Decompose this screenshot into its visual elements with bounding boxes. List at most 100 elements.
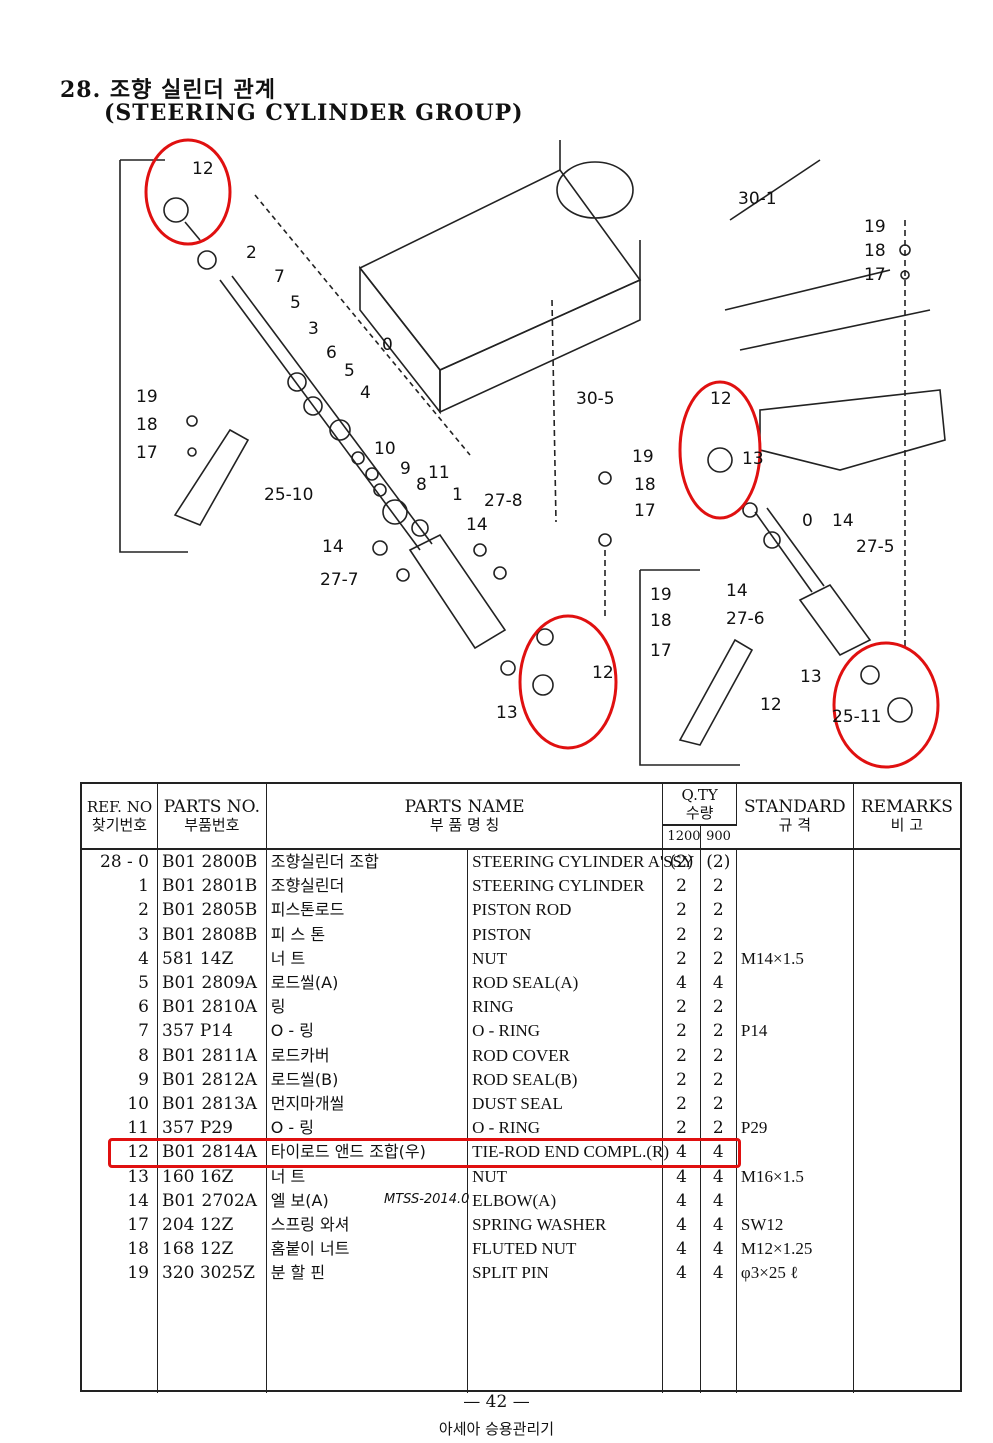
callout-30-1: 30-1 — [738, 189, 777, 209]
callout-25-11: 12 — [760, 695, 782, 715]
cell-q1: 4 — [662, 1188, 701, 1213]
cell-std — [736, 1067, 854, 1092]
cell-ref: 18 — [82, 1237, 158, 1262]
cell-rem — [853, 898, 960, 922]
callout-10: 10 — [374, 439, 396, 459]
cell-std — [736, 874, 854, 899]
cell-q1: 2 — [662, 922, 701, 947]
cell-en: SPRING WASHER — [467, 1212, 664, 1237]
cell-pno: B01 2809A — [157, 970, 267, 996]
cell-en: NUT — [467, 946, 664, 971]
cell-ref: 5 — [82, 970, 158, 996]
cell-q1: 2 — [662, 995, 701, 1020]
callout-18c: 18 — [864, 241, 886, 261]
cell-en: RING — [467, 995, 664, 1020]
cell-ko: 타이로드 앤드 조합(우) — [266, 1140, 469, 1165]
cell-pno: 320 3025Z — [157, 1261, 267, 1286]
cell-rem — [853, 1189, 960, 1213]
callout-12c: 12 — [710, 389, 732, 409]
cell-ko: 피스톤로드 — [266, 898, 469, 923]
cell-pno: 160 16Z — [157, 1164, 267, 1189]
callout-1: 1 — [452, 485, 463, 505]
cell-pno: 581 14Z — [157, 946, 267, 971]
cell-ref: 28 - 0 — [82, 849, 158, 875]
cell-ref: 6 — [82, 995, 158, 1020]
cell-pno: 357 P29 — [157, 1116, 267, 1141]
cell-q1: 2 — [662, 1091, 701, 1117]
cell-en: DUST SEAL — [467, 1091, 664, 1117]
cell-std — [736, 1091, 854, 1117]
callout-14: 14 — [322, 537, 344, 557]
cell-ref: 1 — [82, 874, 158, 899]
cell-en: O - RING — [467, 1019, 664, 1044]
cell-en: O - RING — [467, 1116, 664, 1141]
cell-ko: 링 — [266, 995, 469, 1020]
cell-q2: 2 — [700, 1091, 737, 1117]
cell-std — [736, 922, 854, 947]
cell-q2: 2 — [700, 922, 737, 947]
cell-rem — [853, 1044, 960, 1068]
cell-pno: B01 2805B — [157, 898, 267, 923]
header-qty-1200: 1200 — [662, 824, 701, 850]
callout-19c: 19 — [864, 217, 886, 237]
callout-19d: 19 — [650, 585, 672, 605]
page-title-english: (STEERING CYLINDER GROUP) — [104, 100, 524, 126]
cell-q1: 2 — [662, 898, 701, 923]
cell-q2: 2 — [700, 1043, 737, 1068]
cell-en: PISTON — [467, 922, 664, 947]
cell-ref: 2 — [82, 898, 158, 923]
cell-std: M12×1.25 — [736, 1237, 854, 1262]
callout-8: 8 — [416, 475, 427, 495]
cell-ref: 12 — [82, 1140, 158, 1165]
callout-19b: 19 — [632, 447, 654, 467]
cell-pno: B01 2702A — [157, 1188, 267, 1213]
callout-14b: 14 — [466, 515, 488, 535]
cell-q1: 2 — [662, 874, 701, 899]
cell-en: TIE-ROD END COMPL.(R) — [467, 1140, 669, 1165]
cell-std — [736, 898, 854, 923]
callout-3: 3 — [308, 319, 319, 339]
callout-18d: 18 — [650, 611, 672, 631]
cell-std: M14×1.5 — [736, 946, 854, 971]
cell-pno: B01 2801B — [157, 874, 267, 899]
cell-q2: 2 — [700, 874, 737, 899]
cell-std — [736, 995, 854, 1020]
cell-ref: 13 — [82, 1164, 158, 1189]
callout-27-8: 27-8 — [484, 491, 523, 511]
callout-18b: 18 — [634, 475, 656, 495]
cell-rem — [853, 923, 960, 947]
cell-ref: 10 — [82, 1091, 158, 1117]
header-qty-900: 900 — [700, 824, 737, 850]
cell-ko: 스프링 와셔 — [266, 1212, 469, 1237]
callout-9: 9 — [400, 459, 411, 479]
cell-q2: 4 — [700, 1164, 737, 1189]
cell-q1: 4 — [662, 970, 701, 996]
callout-14c: 14 — [832, 511, 854, 531]
highlight-row-12 — [108, 1138, 741, 1168]
callout-25-10: 25-10 — [264, 485, 313, 505]
cell-pno: 168 12Z — [157, 1237, 267, 1262]
cell-rem — [853, 1213, 960, 1237]
cell-ref: 17 — [82, 1212, 158, 1237]
cell-ko: 조향실린더 조합 — [266, 849, 469, 875]
cell-en: STEERING CYLINDER — [467, 874, 664, 899]
cell-q2: (2) — [700, 849, 737, 875]
cell-q2: 4 — [700, 1188, 737, 1213]
table-filler-row — [82, 1285, 960, 1394]
cell-ko: 로드카버 — [266, 1043, 469, 1068]
cell-ko: 로드씰(A) — [266, 970, 469, 996]
cell-q2: 4 — [700, 970, 737, 996]
callout-17b: 17 — [634, 501, 656, 521]
